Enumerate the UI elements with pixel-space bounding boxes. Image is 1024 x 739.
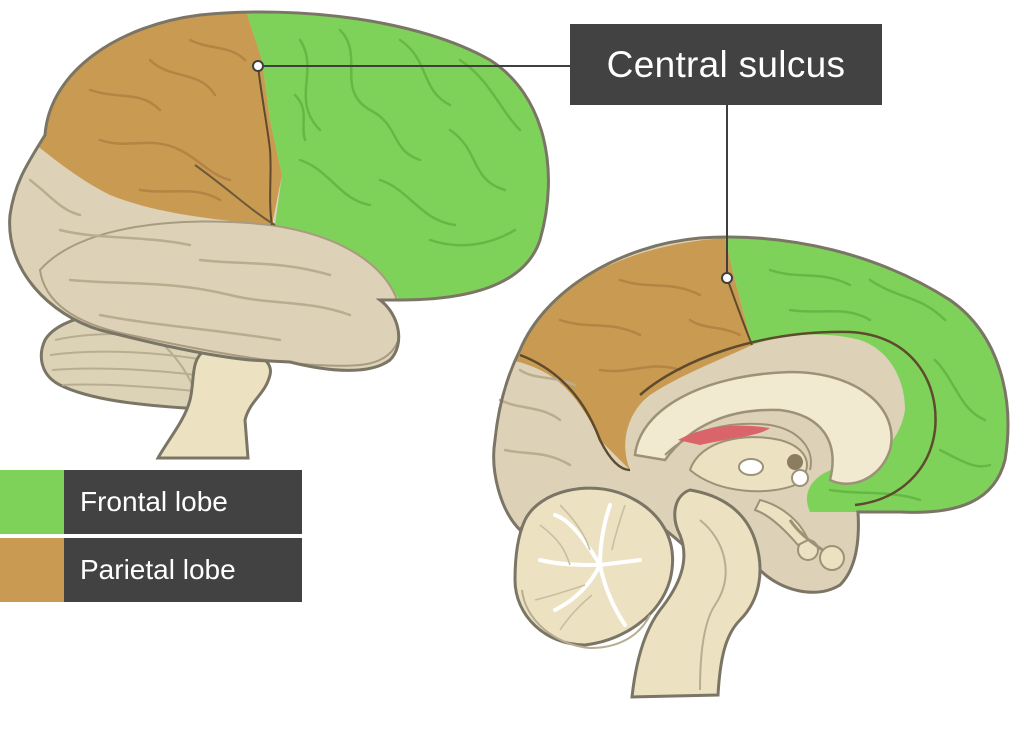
central-sulcus-label: Central sulcus (570, 24, 882, 105)
lateral-sulcus (194, 164, 276, 226)
medial-cerebellum (513, 486, 675, 650)
interthalamic-adhesion (738, 458, 764, 476)
medial-brainstem (630, 488, 762, 699)
lateral-frontal-lobe (245, 12, 549, 303)
parietal-swatch (0, 538, 64, 602)
medial-frontal-lobe (725, 237, 1008, 513)
pineal-body (787, 454, 803, 470)
pituitary-gland (819, 545, 845, 571)
legend-item-parietal: Parietal lobe (0, 538, 302, 602)
medial-parietal-lobe (510, 238, 752, 470)
medial-gyri (498, 268, 992, 502)
lateral-gyri (28, 28, 522, 342)
arbor-vitae (538, 503, 642, 627)
frontal-legend-label: Frontal lobe (64, 470, 302, 534)
parietal-legend-label: Parietal lobe (64, 538, 302, 602)
lateral-ventricle (678, 425, 770, 445)
frontal-swatch (0, 470, 64, 534)
lateral-leader-dot (252, 60, 264, 72)
hypothalamus (753, 498, 810, 547)
lateral-brain-view (8, 10, 570, 460)
cingulate-sulcus (639, 330, 937, 507)
lateral-parietal-lobe (30, 12, 282, 225)
lateral-central-sulcus (257, 65, 273, 226)
medial-leader-dot (721, 272, 733, 284)
legend-item-frontal: Frontal lobe (0, 470, 302, 534)
medial-brain-view (492, 105, 1010, 699)
medial-central-sulcus (726, 277, 753, 346)
corpus-callosum (633, 370, 893, 485)
